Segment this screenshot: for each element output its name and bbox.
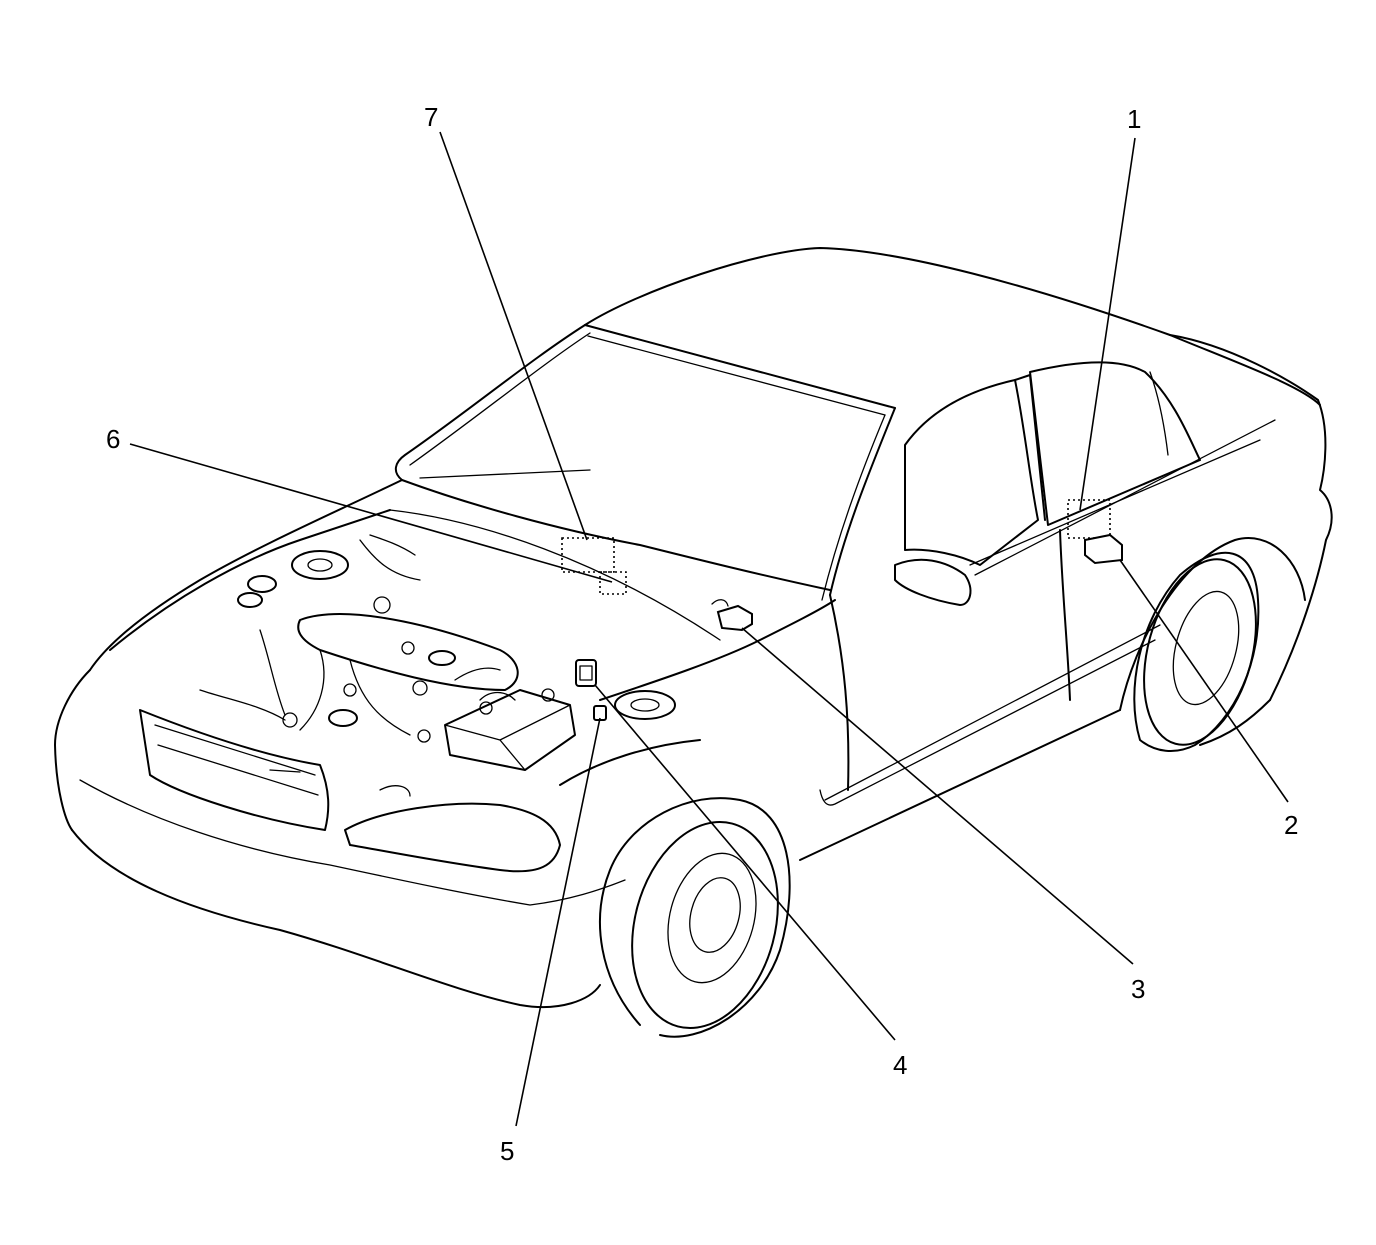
- cowl-component: [711, 599, 753, 632]
- under-dash-component: [561, 537, 627, 595]
- front-wheel: [599, 797, 791, 1038]
- car-body-outline: [54, 247, 1333, 1009]
- door-component: [1067, 499, 1123, 565]
- callout-1: 1: [1127, 104, 1141, 134]
- callout-2: 2: [1284, 810, 1298, 840]
- leader-line-6: [129, 443, 613, 583]
- leader-line-3: [741, 627, 1134, 965]
- leader-line-1: [1079, 137, 1136, 511]
- leader-line-4: [594, 684, 896, 1041]
- callout-6: 6: [106, 424, 120, 454]
- rear-wheel: [1133, 551, 1260, 752]
- callout-3: 3: [1131, 974, 1145, 1004]
- callout-7: 7: [424, 102, 438, 132]
- callout-4: 4: [893, 1050, 907, 1080]
- leader-line-2: [1119, 559, 1289, 803]
- leader-line-7: [439, 131, 588, 541]
- leader-line-5: [515, 717, 601, 1127]
- engine-compartment: [199, 534, 676, 797]
- fender-module: [575, 659, 597, 687]
- callout-5: 5: [500, 1136, 514, 1166]
- small-connector: [593, 705, 607, 721]
